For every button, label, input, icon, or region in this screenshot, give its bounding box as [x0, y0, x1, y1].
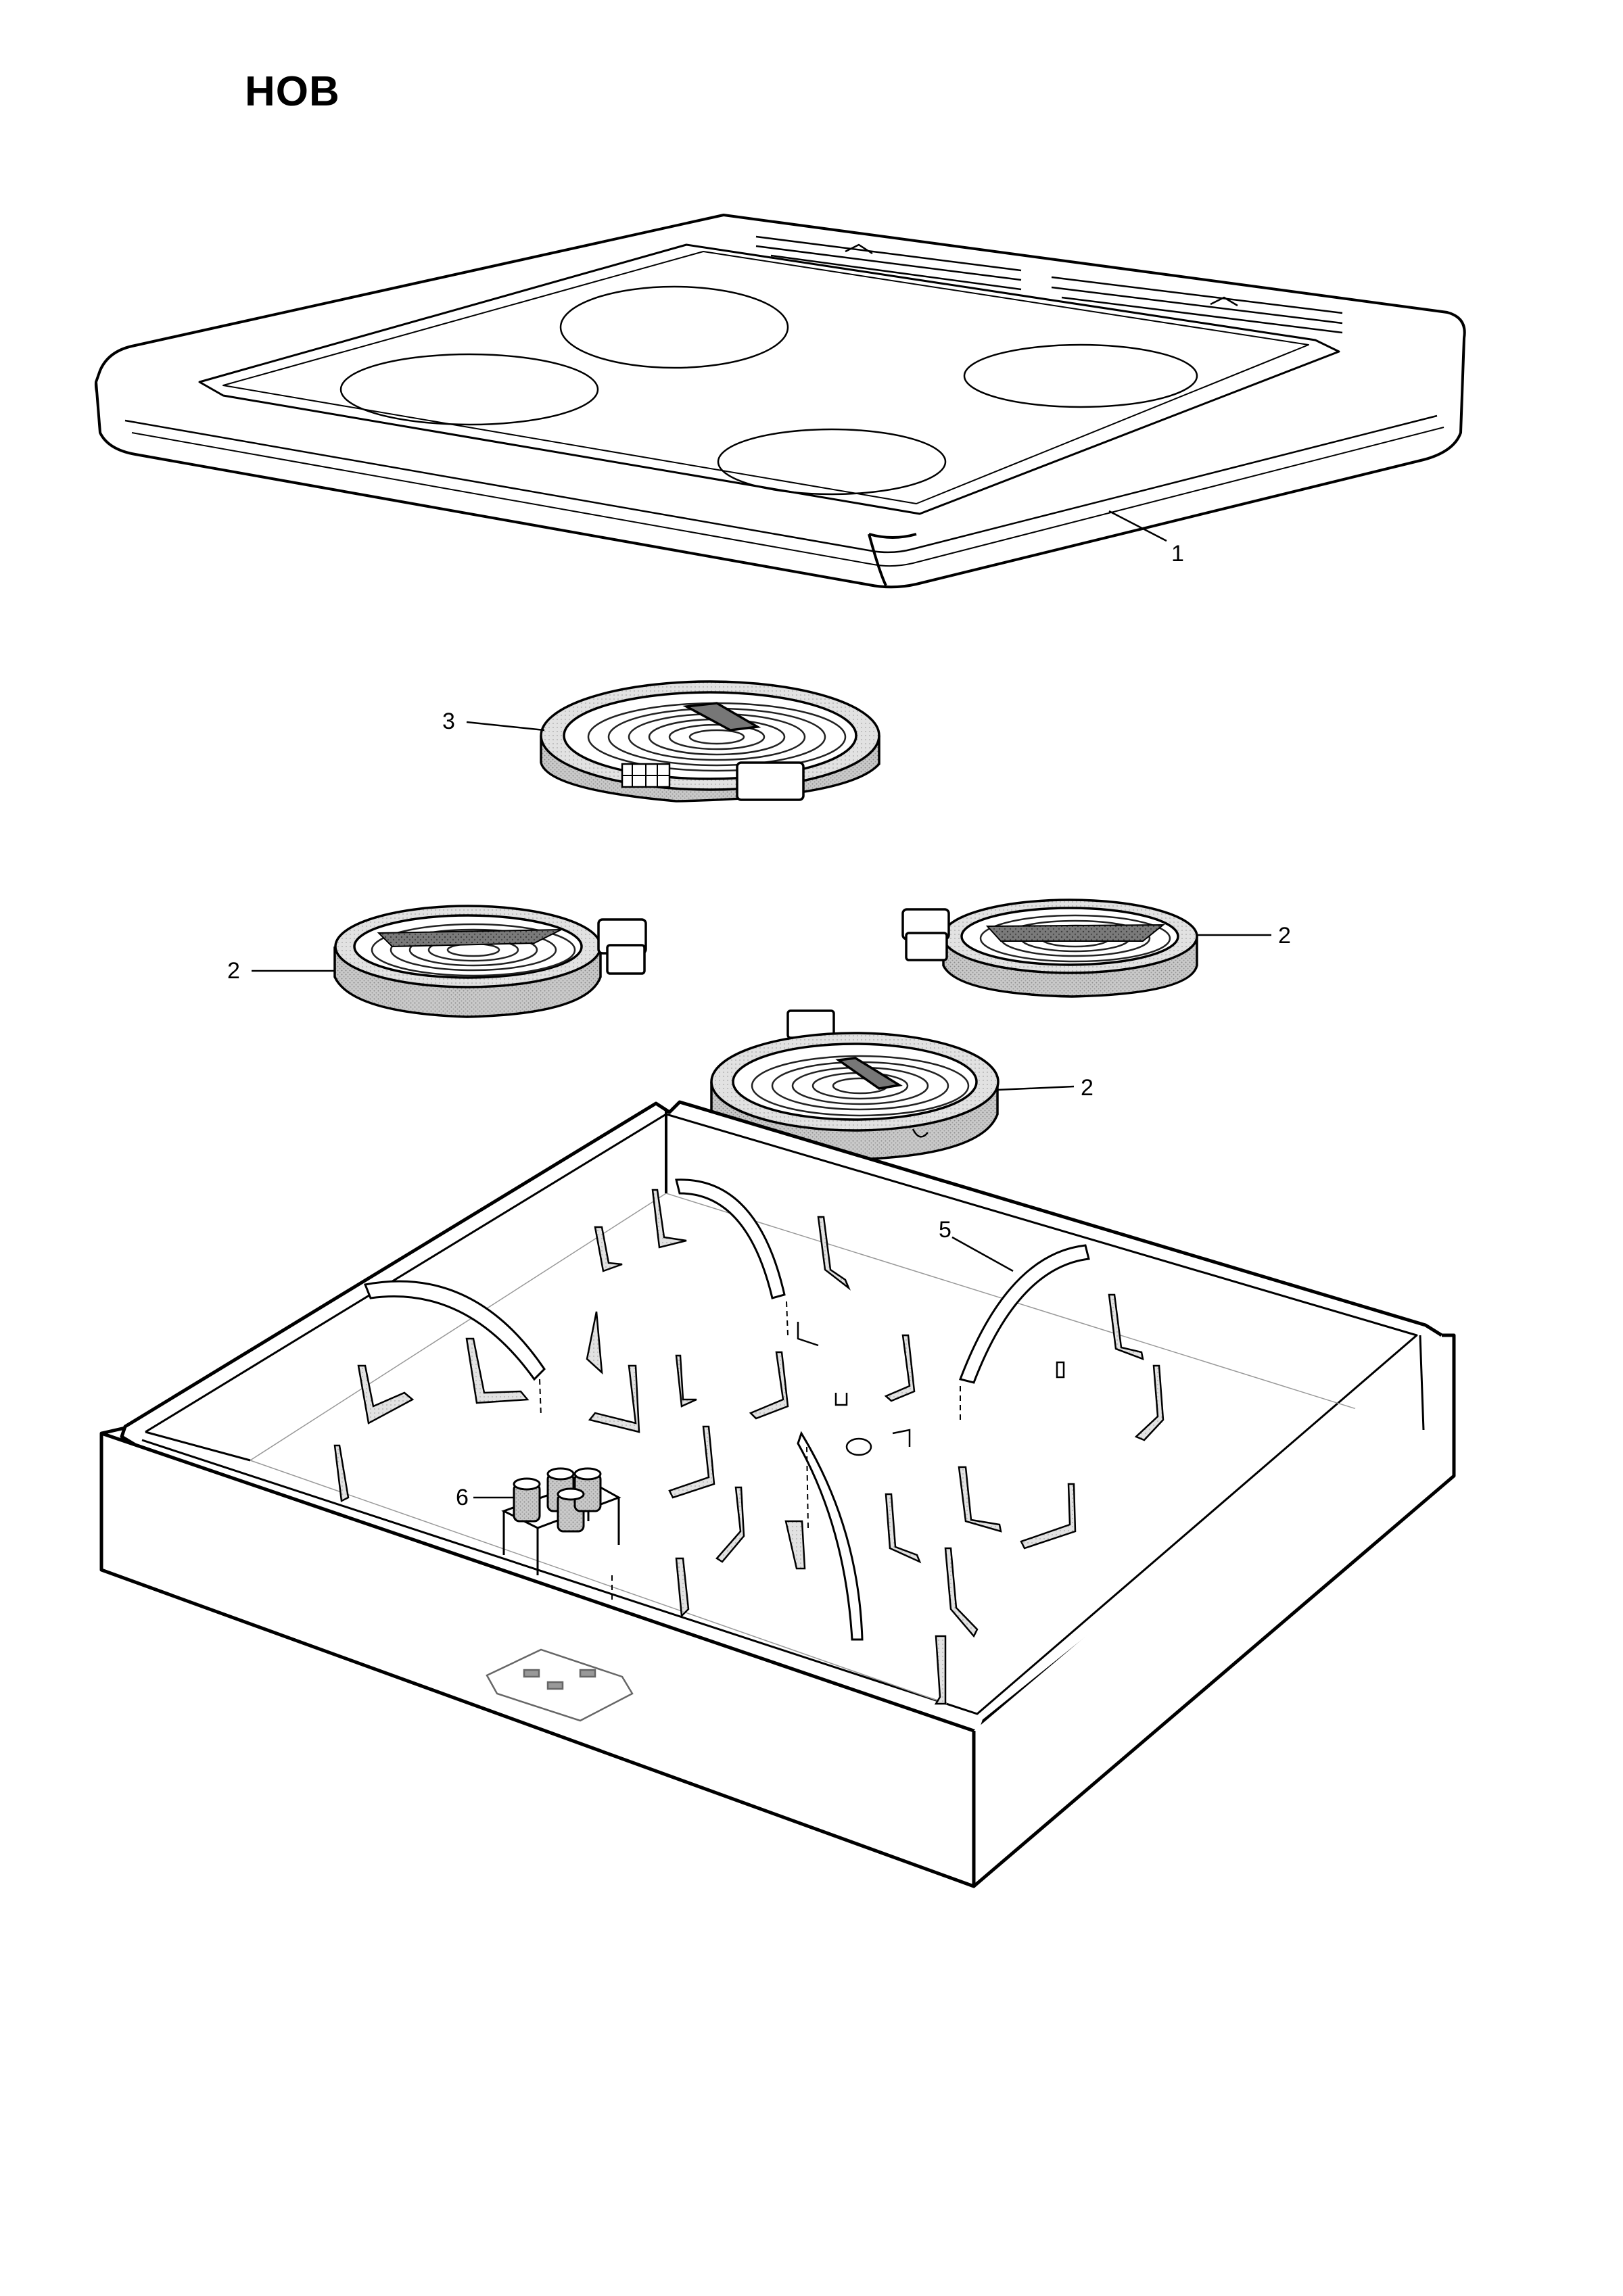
callout-part-2-right: 2 — [1278, 923, 1291, 949]
callout-part-5: 5 — [939, 1217, 951, 1243]
page-title: HOB — [245, 68, 340, 115]
leader-lines — [252, 510, 1271, 1499]
callout-part-2-front: 2 — [1081, 1075, 1093, 1101]
callout-part-2-left: 2 — [227, 958, 240, 984]
terminal-block — [501, 1467, 621, 1575]
burner-right-small — [901, 899, 1198, 998]
support-arms — [363, 1178, 1090, 1641]
burner-front — [710, 1009, 999, 1161]
hob-top — [94, 214, 1466, 589]
support-clips — [333, 1189, 1165, 1705]
centre-fixings — [797, 1322, 1065, 1456]
callout-part-3: 3 — [442, 709, 455, 734]
base-tray — [99, 1100, 1456, 1888]
mounting-bracket — [486, 1648, 634, 1722]
burner-left — [333, 905, 647, 1018]
callout-part-1: 1 — [1171, 541, 1184, 567]
burner-large — [540, 680, 880, 803]
callout-part-6: 6 — [456, 1485, 469, 1510]
